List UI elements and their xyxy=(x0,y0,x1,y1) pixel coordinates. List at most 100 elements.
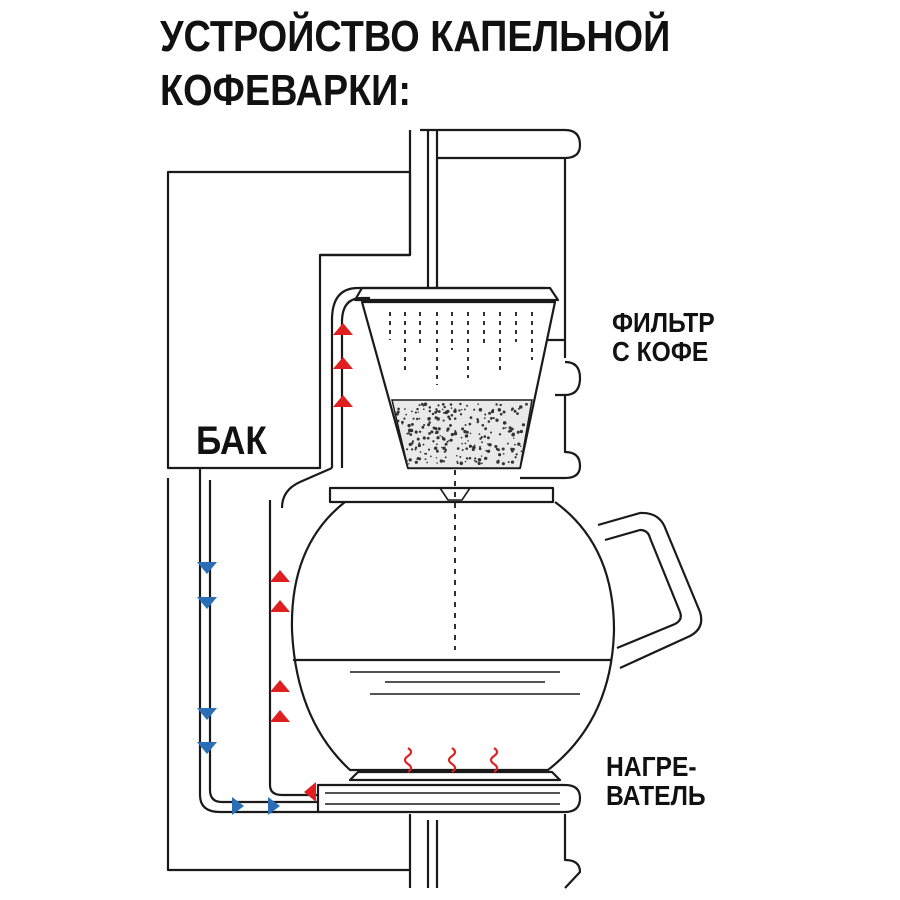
coffee-ground-speck xyxy=(459,402,462,406)
hot-pipe-outer xyxy=(330,286,545,468)
coffee-ground-speck xyxy=(502,427,505,430)
coffee-ground-speck xyxy=(418,430,422,434)
tank-label: БАК xyxy=(196,420,267,462)
coffee-ground-speck xyxy=(437,404,440,407)
coffee-ground-speck xyxy=(439,434,441,437)
coffee-ground-speck xyxy=(422,436,426,440)
coffee-ground-speck xyxy=(444,448,447,451)
coffee-ground-speck xyxy=(418,404,421,407)
coffee-ground-speck xyxy=(511,433,515,437)
coffee-ground-speck xyxy=(439,459,443,463)
coffee-ground-speck xyxy=(514,456,517,459)
heater-label-line-1: НАГРЕ- xyxy=(606,751,697,782)
coffee-ground-speck xyxy=(481,441,483,444)
coffee-ground-speck xyxy=(418,457,422,461)
coffee-ground-speck xyxy=(448,417,452,421)
heat-waves xyxy=(403,747,499,773)
coffee-ground-speck xyxy=(497,408,502,412)
coffee-ground-speck xyxy=(459,456,462,458)
coffee-ground-speck xyxy=(486,449,491,453)
coffee-ground-speck xyxy=(456,455,458,457)
coffee-ground-speck xyxy=(510,447,514,451)
coffee-ground-speck xyxy=(422,404,425,407)
coffee-ground-speck xyxy=(469,432,472,435)
coffee-ground-speck xyxy=(492,416,495,420)
coffee-ground-speck xyxy=(492,408,494,411)
coffee-ground-speck xyxy=(519,429,523,434)
coffee-ground-speck xyxy=(466,457,469,460)
coffee-ground-speck xyxy=(424,458,427,461)
coffee-ground-speck xyxy=(405,459,408,463)
coffee-ground-speck xyxy=(414,446,418,449)
coffee-ground-speck xyxy=(466,404,469,407)
coffee-ground-speck xyxy=(444,456,447,459)
tank-pipe-link xyxy=(166,478,410,872)
title-line-1: УСТРОЙСТВО КАПЕЛЬНОЙ xyxy=(160,12,671,61)
coffee-ground-speck xyxy=(486,436,490,440)
coffee-ground-speck xyxy=(461,427,465,431)
title-line-2: КОФЕВАРКИ: xyxy=(160,66,411,115)
coffee-ground-speck xyxy=(477,403,480,406)
coffee-ground-speck xyxy=(477,458,482,462)
hot-arrow-up-6 xyxy=(270,680,290,692)
coffee-ground-speck xyxy=(465,430,469,434)
hot-arrow-up-7 xyxy=(270,710,290,722)
coffee-ground-speck xyxy=(468,422,472,426)
coffee-ground-speck xyxy=(484,456,488,461)
coffee-ground-speck xyxy=(431,412,435,416)
filter-label-line-2: С КОФЕ xyxy=(612,336,709,368)
coffee-ground-speck xyxy=(506,442,509,445)
coffee-ground-speck xyxy=(501,447,505,451)
heater-element xyxy=(316,783,582,814)
coffee-ground-speck xyxy=(449,438,453,442)
cold-arrow-down-1 xyxy=(197,562,217,574)
coffee-ground-speck xyxy=(460,436,463,439)
coffee-ground-speck xyxy=(408,458,412,462)
diagram-title: УСТРОЙСТВО КАПЕЛЬНОЙ КОФЕВАРКИ: xyxy=(160,10,762,118)
coffee-ground-speck xyxy=(411,440,415,443)
coffee-ground-speck xyxy=(450,433,454,437)
coffee-ground-speck xyxy=(500,404,503,406)
coffee-ground-speck xyxy=(414,460,418,464)
coffee-ground-speck xyxy=(407,428,412,433)
coffee-ground-speck xyxy=(507,461,510,464)
coffee-ground-speck xyxy=(423,402,428,406)
coffee-ground-speck xyxy=(464,424,467,426)
coffee-ground-speck xyxy=(442,460,445,463)
coffee-ground-speck xyxy=(407,423,411,428)
cold-arrow-down-4 xyxy=(197,742,217,754)
coffee-ground-speck xyxy=(473,460,476,462)
coffee-ground-speck xyxy=(464,434,469,438)
coffee-ground-speck xyxy=(516,412,519,415)
housing-knob-1 xyxy=(564,360,582,397)
coffee-ground-speck xyxy=(447,416,449,419)
coffee-ground-speck xyxy=(494,444,498,449)
coffee-ground-speck xyxy=(460,408,463,411)
coffee-ground-speck xyxy=(478,408,483,412)
coffee-ground-speck xyxy=(434,432,437,435)
coffee-ground-speck xyxy=(477,418,479,421)
coffee-ground-speck xyxy=(484,427,488,431)
coffee-ground-speck xyxy=(510,460,515,464)
coffee-ground-speck xyxy=(478,447,482,451)
coffee-ground-speck xyxy=(442,446,446,451)
coffee-ground-speck xyxy=(435,449,439,453)
heater-label-line-2: ВАТЕЛЬ xyxy=(606,780,706,812)
housing-filter-link-2 xyxy=(555,393,567,432)
coffee-ground-speck xyxy=(461,442,464,445)
coffee-ground-speck xyxy=(444,442,448,446)
coffee-ground-speck xyxy=(449,423,452,427)
hot-arrow-left-1 xyxy=(304,782,316,802)
coffee-ground-speck xyxy=(498,433,502,436)
hot-arrow-up-3 xyxy=(333,395,353,407)
coffee-ground-speck xyxy=(480,455,483,457)
hot-arrow-up-2 xyxy=(333,357,353,369)
coffee-ground-speck xyxy=(435,457,438,459)
coffee-ground-speck xyxy=(428,406,432,409)
coffee-ground-speck xyxy=(489,417,493,420)
coffee-ground-speck xyxy=(516,430,520,434)
coffee-ground-speck xyxy=(401,423,404,425)
coffee-ground-speck xyxy=(458,409,461,412)
coffee-ground-speck xyxy=(411,410,413,413)
coffee-ground-speck xyxy=(525,402,528,406)
